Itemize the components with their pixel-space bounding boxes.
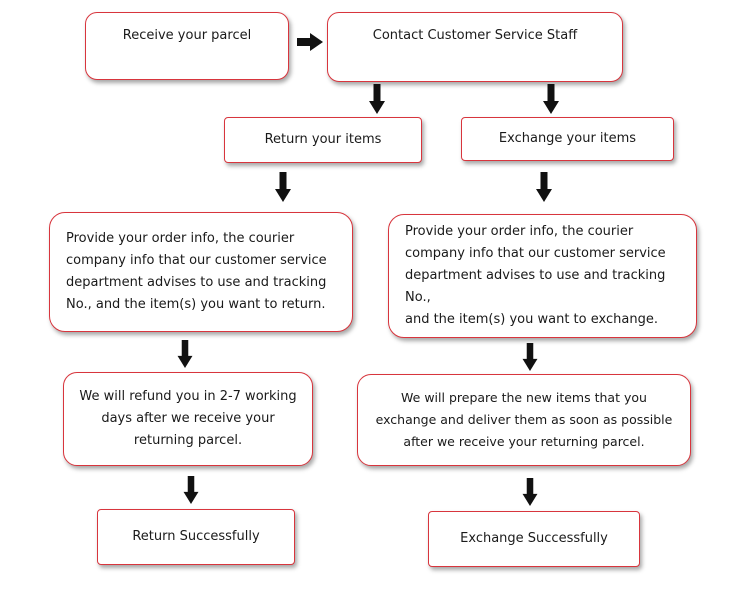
refund-line: days after we receive your xyxy=(101,411,275,426)
prepare-line: exchange and deliver them as soon as pos… xyxy=(375,412,673,427)
return-items-step: Return your items xyxy=(224,117,422,163)
contact-service-label: Contact Customer Service Staff xyxy=(372,28,578,43)
exchange-info-line: and the item(s) you want to exchange. xyxy=(405,312,658,327)
return-info-line: department advises to use and tracking xyxy=(66,275,327,290)
return-info-line: No., and the item(s) you want to return. xyxy=(66,297,326,312)
receive-parcel-step: Receive your parcel xyxy=(85,12,289,80)
return-info-line: company info that our customer service xyxy=(66,253,327,268)
prepare-line: after we receive your returning parcel. xyxy=(403,434,645,449)
exchange-items-step: Exchange your items xyxy=(461,117,674,161)
return-success-step: Return Successfully xyxy=(97,509,295,565)
arrow-down-icon xyxy=(177,340,193,368)
exchange-info-step: Provide your order info, the courier com… xyxy=(388,214,697,338)
exchange-items-label: Exchange your items xyxy=(498,131,637,146)
exchange-info-line: company info that our customer service xyxy=(405,246,666,261)
return-info-step: Provide your order info, the courier com… xyxy=(49,212,353,332)
refund-line: returning parcel. xyxy=(133,433,243,448)
exchange-success-step: Exchange Successfully xyxy=(428,511,640,567)
arrow-down-icon xyxy=(536,172,552,202)
return-items-label: Return your items xyxy=(264,132,382,147)
exchange-info-line: Provide your order info, the courier xyxy=(405,224,634,239)
contact-service-step: Contact Customer Service Staff xyxy=(327,12,623,82)
return-info-line: Provide your order info, the courier xyxy=(66,231,295,246)
exchange-success-label: Exchange Successfully xyxy=(460,531,608,546)
refund-step: We will refund you in 2-7 working days a… xyxy=(63,372,313,466)
refund-line: We will refund you in 2-7 working xyxy=(79,389,297,404)
arrow-down-icon xyxy=(522,343,538,371)
return-success-label: Return Successfully xyxy=(132,529,260,544)
arrow-down-icon xyxy=(522,478,538,506)
exchange-info-line: department advises to use and tracking N… xyxy=(405,268,666,305)
prepare-exchange-step: We will prepare the new items that you e… xyxy=(357,374,691,466)
receive-parcel-label: Receive your parcel xyxy=(122,28,252,43)
arrow-down-icon xyxy=(369,84,385,114)
arrow-down-icon xyxy=(275,172,291,202)
arrow-down-icon xyxy=(183,476,199,504)
arrow-right-icon xyxy=(297,33,323,51)
prepare-line: We will prepare the new items that you xyxy=(401,390,647,405)
arrow-down-icon xyxy=(543,84,559,114)
